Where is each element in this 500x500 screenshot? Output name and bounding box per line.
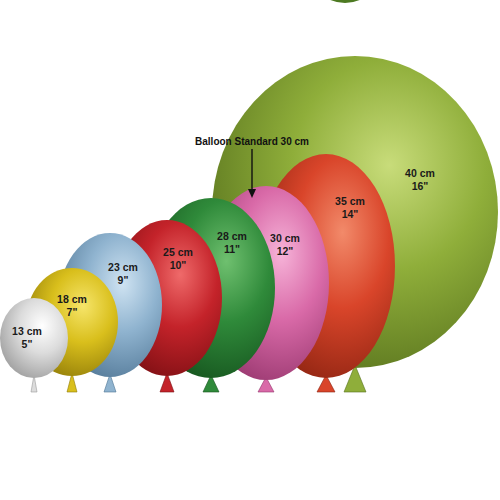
metric-size: 23 cm [108,261,138,274]
metric-size: 28 cm [217,230,247,243]
size-label: 25 cm10" [163,246,193,272]
inch-size: 9" [108,274,138,287]
standard-callout: Balloon Standard 30 cm [195,136,309,147]
balloon-shape [0,298,68,378]
metric-size: 35 cm [335,195,365,208]
size-label: 28 cm11" [217,230,247,256]
size-label: 35 cm14" [335,195,365,221]
balloon-5in: 13 cm5" [0,298,68,378]
inch-size: 5" [12,338,42,351]
size-label: 13 cm5" [12,325,42,351]
size-label: 23 cm9" [108,261,138,287]
metric-size: 40 cm [405,167,435,180]
inch-size: 16" [405,180,435,193]
metric-size: 30 cm [270,232,300,245]
inch-size: 12" [270,245,300,258]
metric-size: 18 cm [57,293,87,306]
inch-size: 11" [217,243,247,256]
metric-size: 25 cm [163,246,193,259]
inch-size: 10" [163,259,193,272]
metric-size: 13 cm [12,325,42,338]
inch-size: 14" [335,208,365,221]
size-label: 30 cm12" [270,232,300,258]
size-label: 40 cm16" [405,167,435,193]
